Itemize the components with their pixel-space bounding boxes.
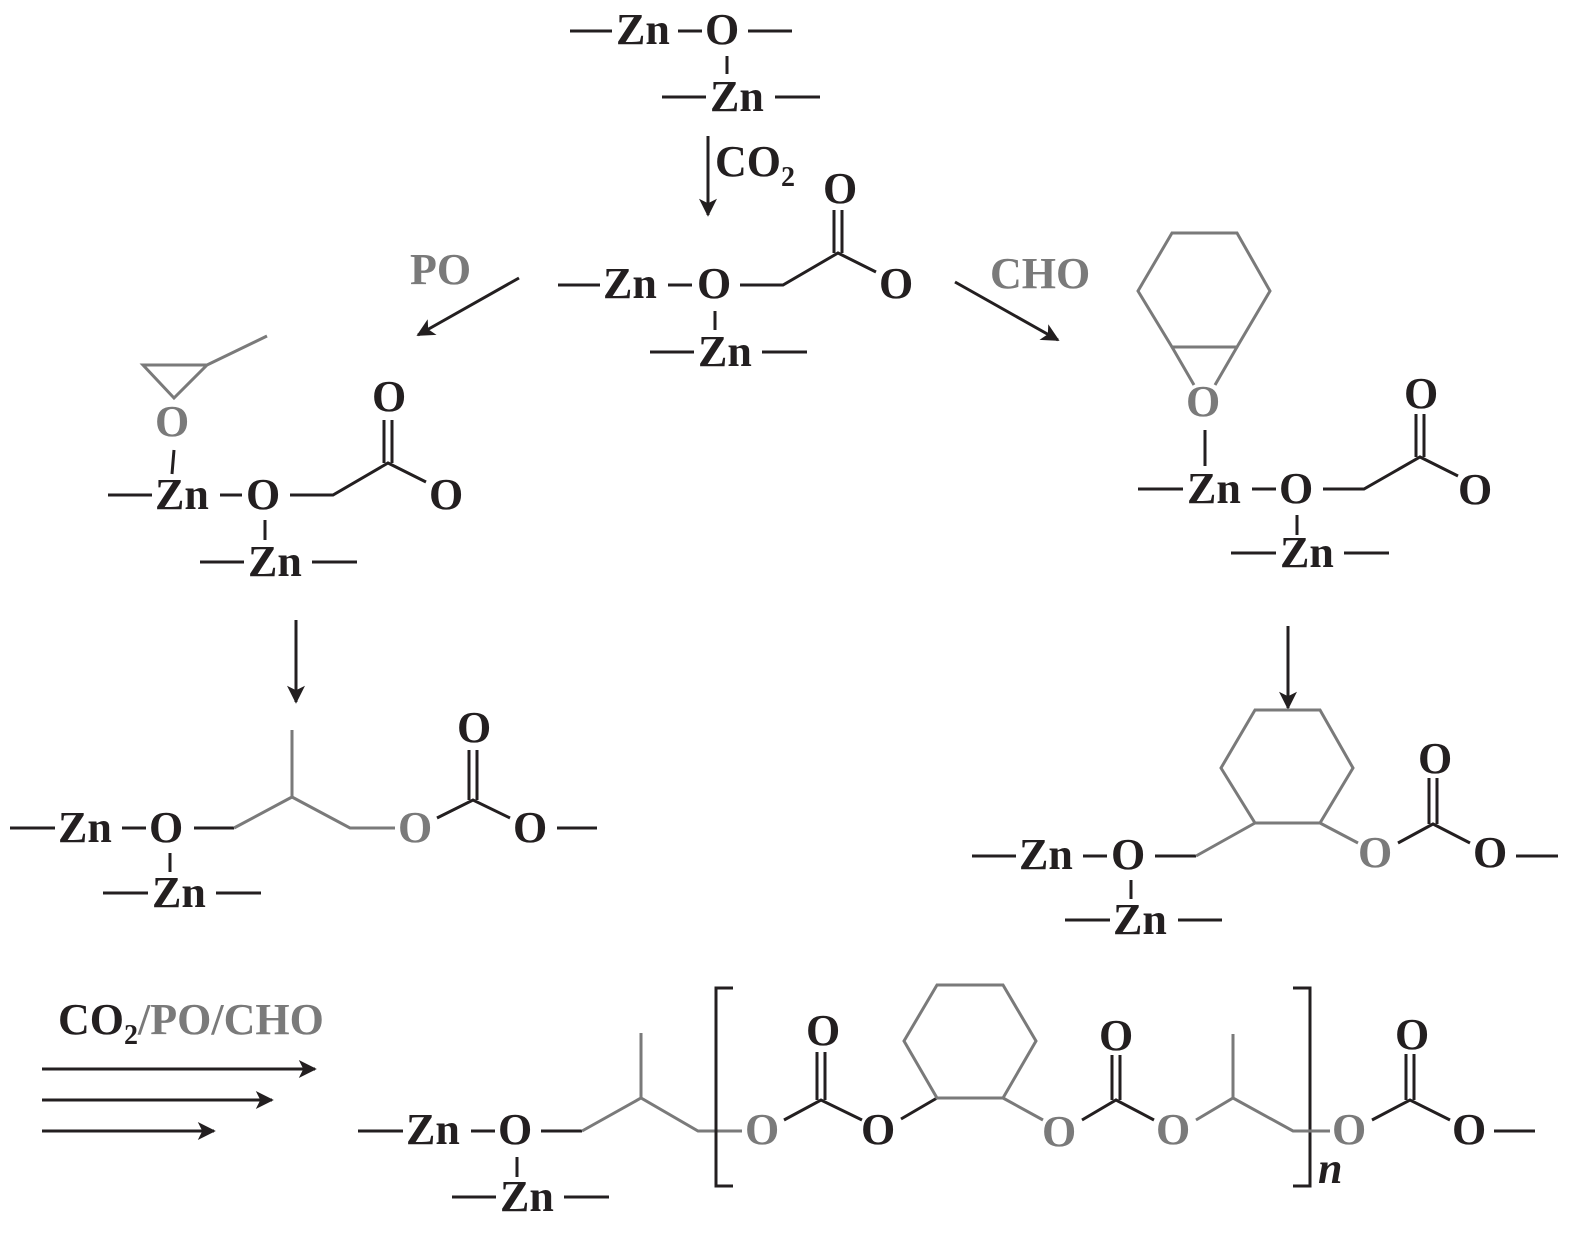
o-atom: O [1111,830,1145,879]
zinc-carbonate-intermediate: Zn O O O Zn [558,164,913,376]
propylene-oxide-ring [139,334,268,401]
o-atom: O [1099,1011,1133,1060]
propylene-chain [1195,1096,1330,1133]
bond [170,449,176,475]
zn-atom: Zn [710,72,764,121]
zn-atom: Zn [406,1105,460,1154]
o-atom: O [457,703,491,752]
zn-atom: Zn [155,470,209,519]
co2-label: CO2 [715,137,795,193]
terpolymer-product: Zn O n O O O O O O O O [358,983,1535,1221]
o-atom: O [861,1105,895,1154]
zn-atom: Zn [1187,464,1241,513]
o-atom: O [372,372,406,421]
o-atom: O [513,803,547,852]
zinc-catalyst-initial: Zn O Zn [570,5,820,121]
cyclohexane-ring [1219,708,1355,825]
left-bracket [714,986,733,1188]
cho-coordinated-complex: O Zn O O O Zn [1136,231,1492,577]
po-coordinated-complex: O Zn O O O Zn [108,334,463,586]
bond [740,251,877,287]
o-atom: O [398,803,432,852]
bond [1323,455,1459,491]
bond [900,1096,938,1121]
zn-atom: Zn [152,868,206,917]
zn-atom: Zn [1113,895,1167,944]
o-atom: O [697,259,731,308]
o-atom: O [1404,369,1438,418]
o-atom: O [1186,377,1220,426]
cho-ring-opened-product: Zn O O O O Zn [972,708,1558,944]
epoxide-bonds [1170,346,1239,386]
o-atom: O [1395,1010,1429,1059]
o-atom: O [1418,734,1452,783]
zn-atom: Zn [1019,830,1073,879]
po-label: PO [410,245,471,294]
right-bracket [1293,986,1312,1188]
o-atom: O [1042,1107,1076,1156]
o-atom: O [745,1105,779,1154]
o-atom: O [498,1105,532,1154]
o-atom: O [1473,828,1507,877]
po-ring-opened-product: Zn O O O O Zn [10,703,597,917]
o-atom: O [823,164,857,213]
o-atom: O [1452,1105,1486,1154]
zn-atom: Zn [500,1172,554,1221]
bond [1002,1096,1044,1122]
o-atom: O [1458,465,1492,514]
bond [436,798,511,820]
zn-atom: Zn [698,327,752,376]
po-branch-arrow [416,276,520,337]
propylene-chain [233,795,395,830]
o-atom: O [155,397,189,446]
o-atom: O [1279,464,1313,513]
o-atom: O [246,470,280,519]
zn-atom: Zn [58,803,112,852]
zn-atom: Zn [603,259,657,308]
bond [1397,822,1471,845]
bond [1371,1098,1451,1122]
zn-atom: Zn [616,5,670,54]
o-atom: O [705,5,739,54]
repeat-index: n [1318,1144,1342,1193]
bond [1081,1098,1155,1122]
o-atom: O [1332,1105,1366,1154]
zn-atom: Zn [248,537,302,586]
bond [290,461,427,497]
zn-atom: Zn [1280,528,1334,577]
o-atom: O [149,803,183,852]
bond [783,1098,863,1122]
cho-branch-arrow [954,280,1060,342]
o-atom: O [1358,828,1392,877]
o-atom: O [429,470,463,519]
o-atom: O [1156,1105,1190,1154]
propylene-chain [581,1096,742,1133]
o-atom: O [879,259,913,308]
ring-substituent-bonds [1195,821,1359,858]
cyclohexene-oxide-ring [1136,231,1272,349]
combined-reagents-label: CO2/PO/CHO [58,995,324,1051]
o-atom: O [806,1006,840,1055]
cho-label: CHO [990,249,1090,298]
cyclohexane-ring [902,983,1038,1100]
